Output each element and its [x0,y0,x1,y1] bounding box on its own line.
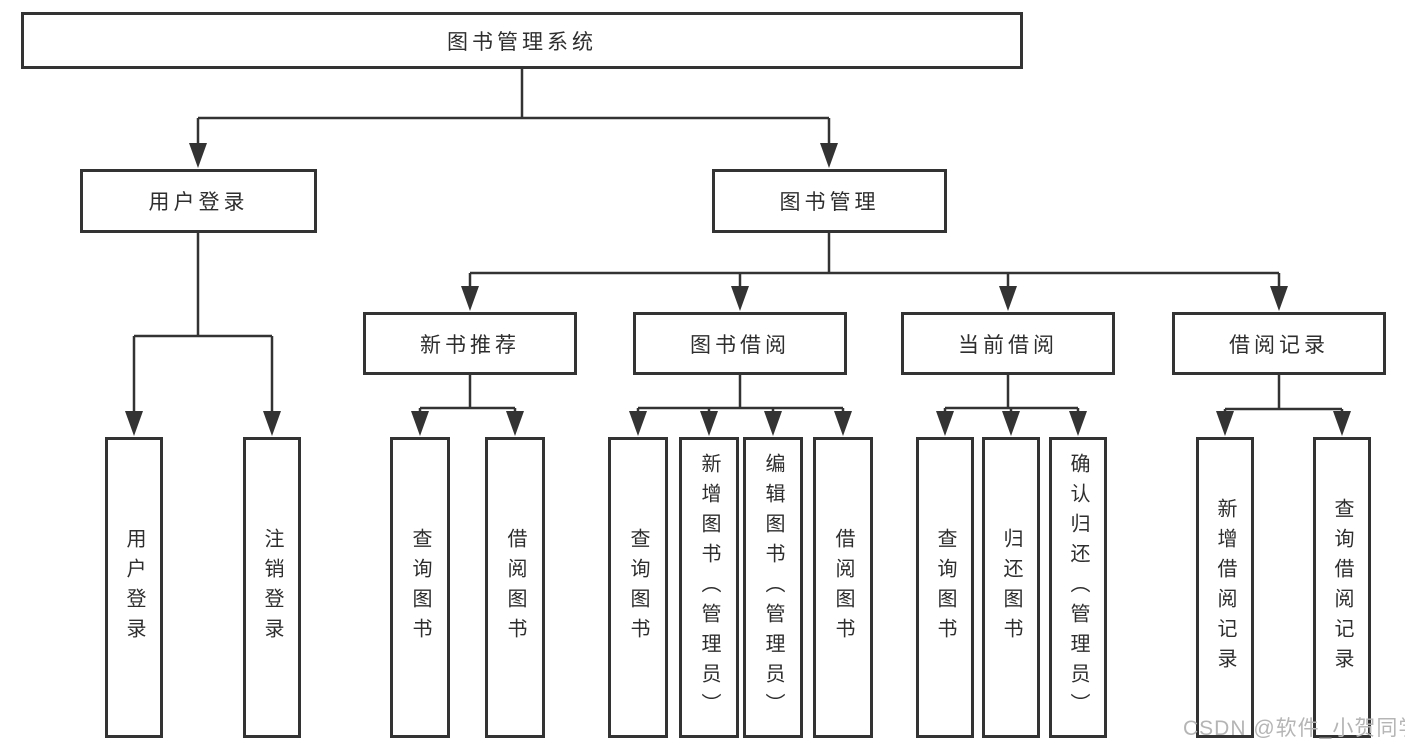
connector-line [468,233,1281,287]
leaf-user-login: 用户登录 [105,437,163,738]
connector-borrow-record-to-leaves [1216,374,1351,436]
arrowhead-icon [411,411,429,436]
connector-line [636,374,845,412]
leaf-logout: 注销登录 [243,437,301,738]
arrowhead-icon [189,143,207,168]
leaf-current-confirm-return-admin-label: 确认归还（管理员） [1067,452,1089,723]
leaf-record-query-borrow-record-label: 查询借阅记录 [1331,497,1353,678]
connector-line [132,233,274,412]
leaf-logout-label: 注销登录 [261,527,283,648]
node-book-management: 图书管理 [712,169,947,233]
arrowhead-icon [1002,411,1020,436]
node-library-management-system: 图书管理系统 [21,12,1023,69]
arrowhead-icon [731,286,749,311]
arrowhead-icon [506,411,524,436]
arrowhead-icon [936,411,954,436]
arrowhead-icon [834,411,852,436]
connector-line [943,374,1080,412]
arrowhead-icon [263,411,281,436]
csdn-watermark: CSDN @软件_小贺同学 [1183,717,1405,740]
leaf-borrow-add-book-admin-label: 新增图书（管理员） [698,452,720,723]
leaf-user-login-label: 用户登录 [123,527,145,648]
leaf-current-confirm-return-admin: 确认归还（管理员） [1049,437,1107,738]
leaf-recommend-query-book-label: 查询图书 [409,527,431,648]
connector-new-book-recommend-to-leaves [411,375,524,436]
arrowhead-icon [820,143,838,168]
arrowhead-icon [1069,411,1087,436]
node-book-borrow: 图书借阅 [633,312,847,375]
connector-line [196,69,831,144]
leaf-borrow-borrow-book: 借阅图书 [813,437,873,738]
arrowhead-icon [125,411,143,436]
connector-user-login-to-leaves [125,233,281,436]
leaf-current-query-book: 查询图书 [916,437,974,738]
leaf-borrow-add-book-admin: 新增图书（管理员） [679,437,739,738]
connector-book-borrow-to-leaves [629,374,852,436]
leaf-borrow-edit-book-admin: 编辑图书（管理员） [743,437,803,738]
leaf-record-add-borrow-record-label: 新增借阅记录 [1214,497,1236,678]
arrowhead-icon [1216,411,1234,436]
arrowhead-icon [764,411,782,436]
leaf-record-add-borrow-record: 新增借阅记录 [1196,437,1254,738]
connector-line [418,375,517,412]
arrowhead-icon [461,286,479,311]
leaf-borrow-edit-book-admin-label: 编辑图书（管理员） [762,452,784,723]
leaf-recommend-borrow-book-label: 借阅图书 [504,527,526,648]
arrowhead-icon [999,286,1017,311]
node-new-book-recommend: 新书推荐 [363,312,577,375]
connector-current-borrow-to-leaves [936,374,1087,436]
leaf-borrow-borrow-book-label: 借阅图书 [832,527,854,648]
leaf-borrow-query-book-label: 查询图书 [627,527,649,648]
leaf-current-return-book-label: 归还图书 [1000,527,1022,648]
node-user-login: 用户登录 [80,169,317,233]
leaf-recommend-borrow-book: 借阅图书 [485,437,545,738]
leaf-record-query-borrow-record: 查询借阅记录 [1313,437,1371,738]
arrowhead-icon [1333,411,1351,436]
node-borrow-record: 借阅记录 [1172,312,1386,375]
leaf-current-query-book-label: 查询图书 [934,527,956,648]
arrowhead-icon [700,411,718,436]
connector-book-management-to-level3 [461,233,1288,311]
leaf-current-return-book: 归还图书 [982,437,1040,738]
arrowhead-icon [629,411,647,436]
connector-root-to-level2 [189,69,838,168]
node-current-borrow: 当前借阅 [901,312,1115,375]
arrowhead-icon [1270,286,1288,311]
leaf-borrow-query-book: 查询图书 [608,437,668,738]
leaf-recommend-query-book: 查询图书 [390,437,450,738]
connector-line [1223,374,1344,412]
